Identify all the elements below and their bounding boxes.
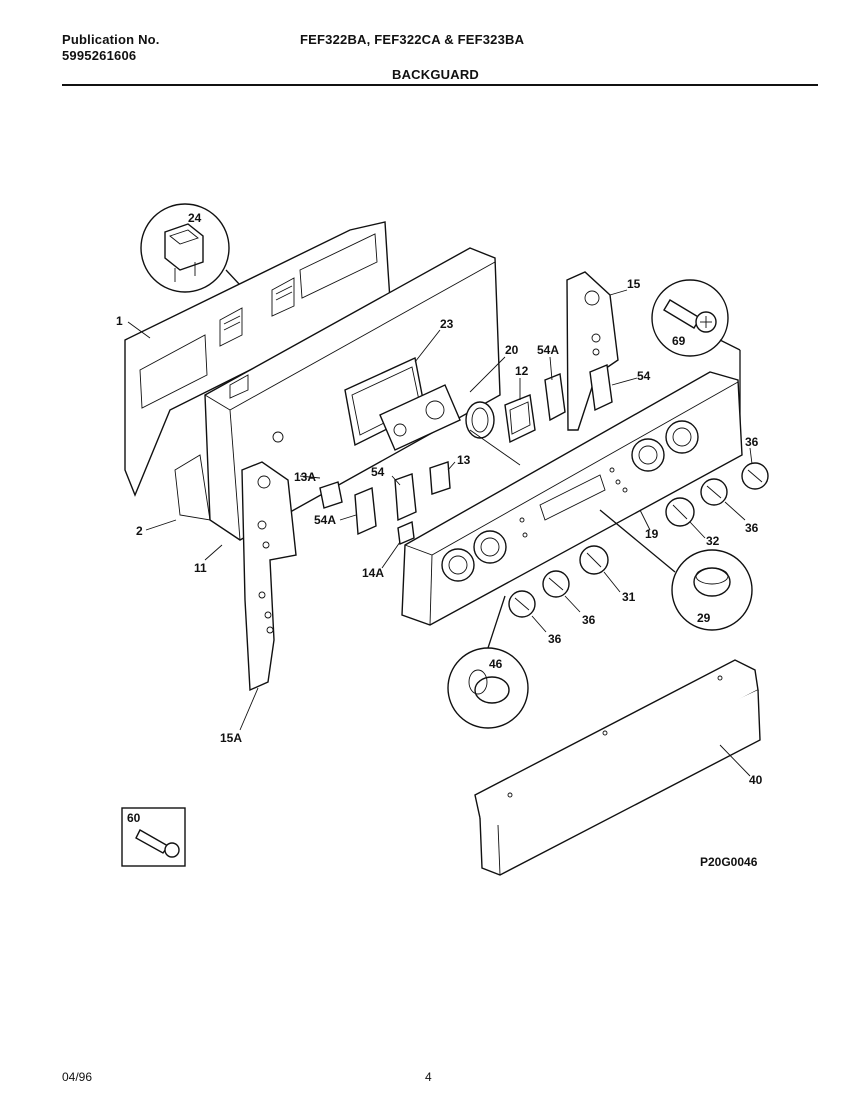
callout-36-a: 36 (745, 435, 759, 449)
callout-15A: 15A (220, 731, 242, 745)
switch-54A-mid (354, 486, 377, 536)
knob-31 (579, 545, 609, 575)
switch-54A-top (544, 373, 566, 422)
detail-circle-69 (651, 279, 741, 430)
publication-number: 5995261606 (62, 48, 137, 63)
coil-20 (465, 401, 521, 466)
model-numbers: FEF322BA, FEF322CA & FEF323BA (300, 32, 525, 47)
callout-12: 12 (515, 364, 529, 378)
control-panel-19 (401, 371, 743, 626)
callout-13: 13 (457, 453, 471, 467)
callout-labels: 24 1 23 20 54A 12 15 69 54 36 13A 54 13 … (116, 211, 763, 869)
callout-46: 46 (489, 657, 503, 671)
callout-2: 2 (136, 524, 143, 538)
callout-54A-top: 54A (537, 343, 559, 357)
callout-54-top: 54 (637, 369, 651, 383)
callout-36-d: 36 (548, 632, 562, 646)
knob-32 (665, 497, 695, 527)
callout-60: 60 (127, 811, 141, 825)
callout-20: 20 (505, 343, 519, 357)
timer-frame-23 (344, 356, 461, 451)
side-bracket-15 (566, 271, 619, 431)
page-number: 4 (425, 1070, 432, 1084)
leader-lines (127, 289, 753, 777)
knob-36-mid (700, 478, 728, 506)
component-14A (397, 520, 415, 546)
drawing-code: P20G0046 (700, 855, 758, 869)
side-bracket-15A (241, 461, 297, 692)
knob-36-low (542, 570, 570, 598)
footer-date: 04/96 (62, 1070, 93, 1084)
switch-54-mid (394, 473, 417, 522)
callout-36-c: 36 (582, 613, 596, 627)
callout-36-b: 36 (745, 521, 759, 535)
callout-69: 69 (672, 334, 686, 348)
callout-40: 40 (749, 773, 763, 787)
front-trim-40 (474, 659, 761, 876)
header-rule (62, 84, 818, 86)
callout-23: 23 (440, 317, 454, 331)
callout-24: 24 (188, 211, 202, 225)
component-13 (429, 461, 451, 495)
detail-circle-46 (447, 595, 529, 729)
callout-13A: 13A (294, 470, 316, 484)
callout-14A: 14A (362, 566, 384, 580)
callout-11: 11 (194, 561, 207, 575)
detail-circle-29 (599, 509, 753, 631)
callout-54-mid: 54 (371, 465, 385, 479)
knob-36-right (741, 462, 769, 490)
section-title: BACKGUARD (392, 67, 480, 82)
callout-54A-mid: 54A (314, 513, 336, 527)
callout-19: 19 (645, 527, 659, 541)
publication-label: Publication No. (62, 32, 160, 47)
knob-36-left (508, 590, 536, 618)
detail-box-60 (121, 807, 186, 867)
callout-15: 15 (627, 277, 641, 291)
component-13A (319, 481, 343, 509)
relay-12 (504, 394, 536, 444)
callout-29: 29 (697, 611, 711, 625)
switch-54-top (589, 364, 613, 412)
callout-31: 31 (622, 590, 636, 604)
callout-32: 32 (706, 534, 720, 548)
callout-1: 1 (116, 314, 123, 328)
